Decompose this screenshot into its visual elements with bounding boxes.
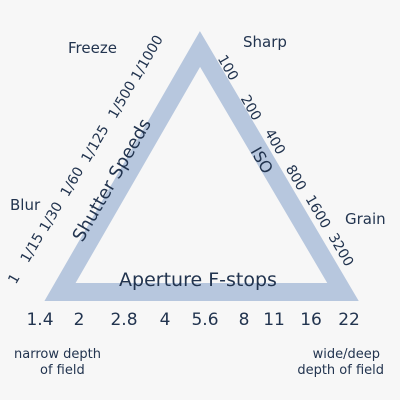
f-stop-value: 2.8 — [110, 310, 137, 330]
f-stop-value: 4 — [160, 310, 171, 330]
f-stop-value: 11 — [263, 310, 285, 330]
blur-label: Blur — [10, 196, 41, 214]
aperture-title: Aperture F-stops — [119, 269, 277, 291]
f-stop-values: 1.4 2 2.8 4 5.6 8 11 16 22 — [26, 310, 359, 330]
f-stop-value: 22 — [338, 310, 360, 330]
wide-dof-line2: depth of field — [297, 363, 384, 378]
f-stop-value: 8 — [239, 310, 250, 330]
sharp-label: Sharp — [243, 33, 287, 51]
f-stop-value: 2 — [74, 310, 85, 330]
exposure-triangle — [44, 31, 359, 301]
narrow-dof-line1: narrow depth — [14, 347, 101, 362]
freeze-label: Freeze — [68, 39, 117, 57]
grain-label: Grain — [345, 210, 386, 228]
wide-dof-line1: wide/deep — [313, 347, 380, 362]
f-stop-value: 1.4 — [26, 310, 53, 330]
narrow-dof-line2: of field — [40, 363, 85, 378]
f-stop-value: 5.6 — [191, 310, 218, 330]
f-stop-value: 16 — [300, 310, 322, 330]
